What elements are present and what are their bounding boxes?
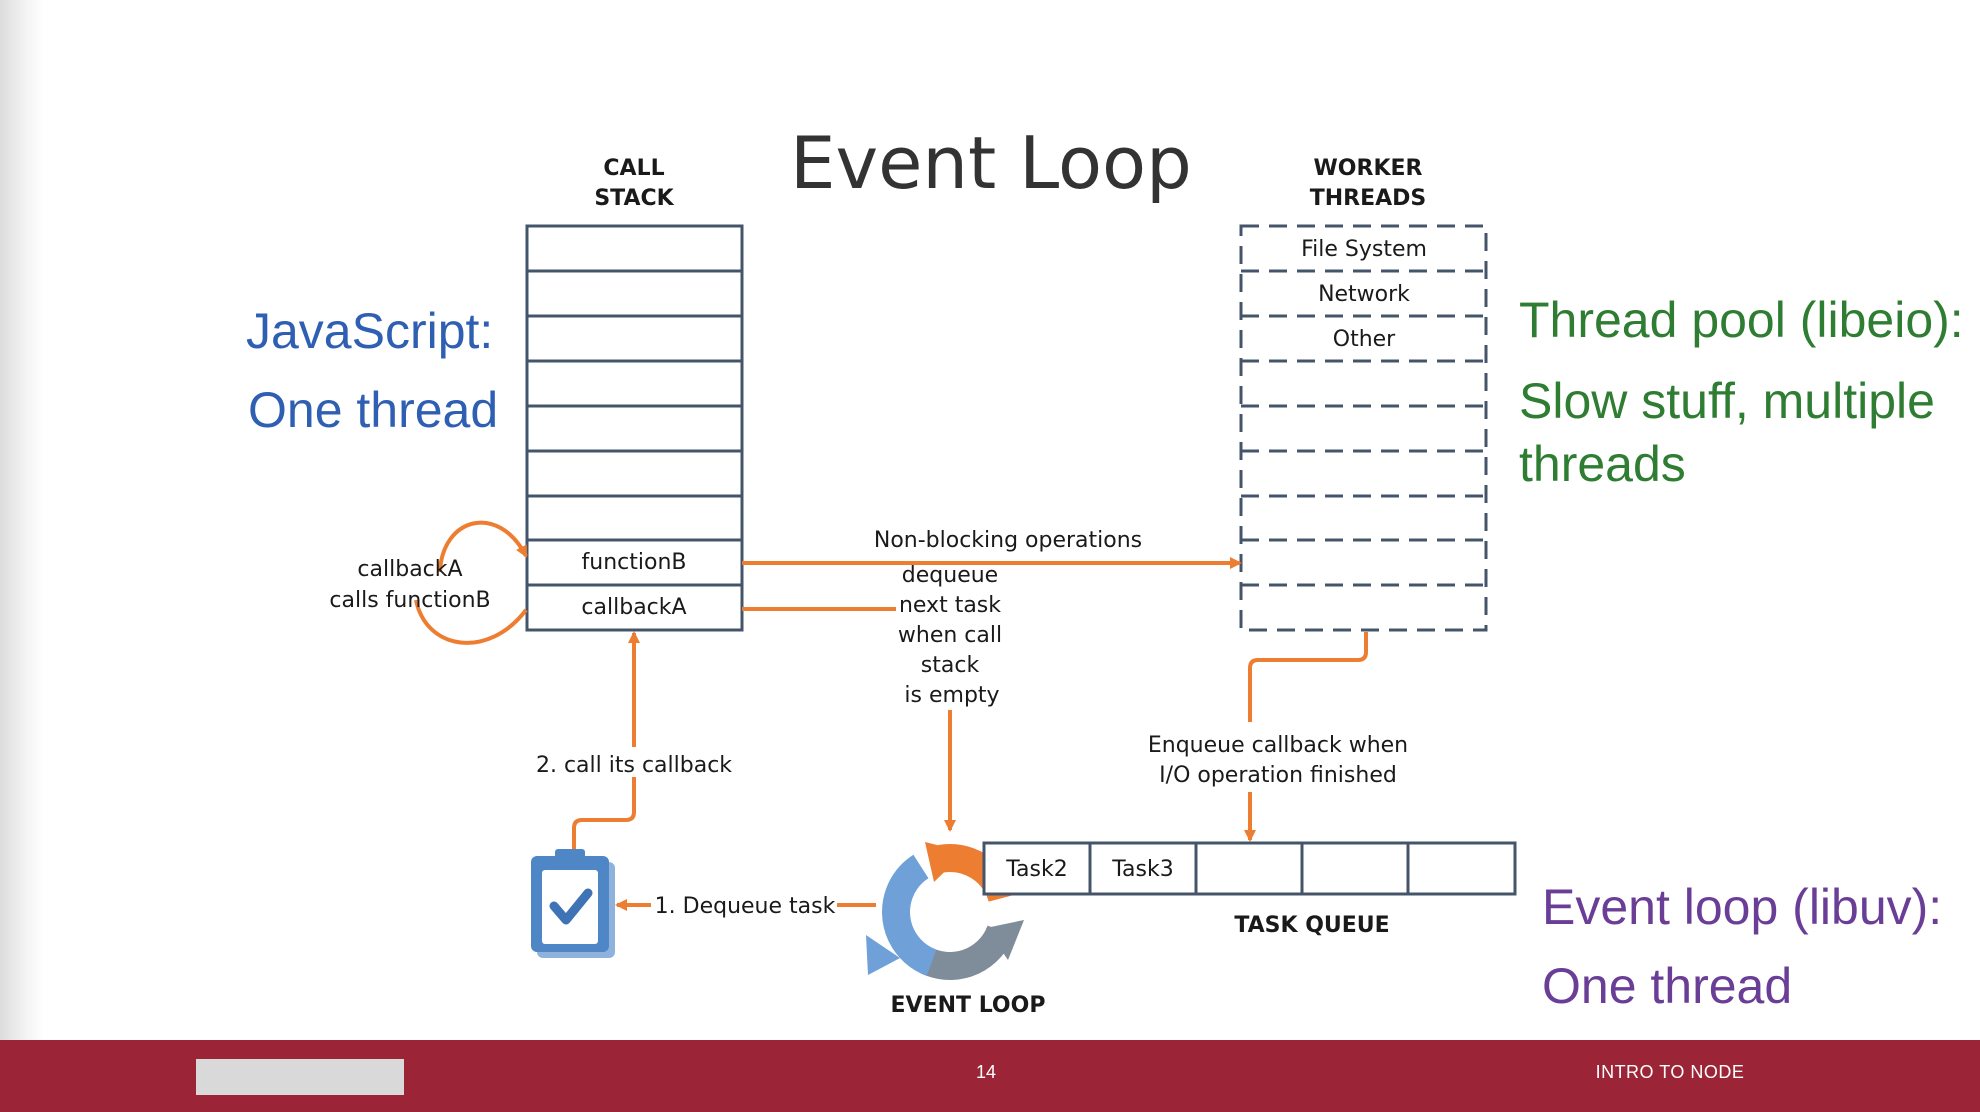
- task-queue-item-task3: Task3: [1111, 857, 1173, 882]
- worker-threads-title-line1: WORKER: [1314, 156, 1423, 181]
- task-queue-title: TASK QUEUE: [1234, 913, 1389, 938]
- footer-placeholder-box: [196, 1059, 404, 1095]
- task-queue-item-task2: Task2: [1005, 857, 1067, 882]
- non-blocking-label: Non-blocking operations: [874, 528, 1142, 553]
- call-callback-arrow: [572, 631, 640, 858]
- self-call-label-line1: callbackA: [357, 557, 462, 582]
- self-call-arrow-bottom: [414, 599, 528, 645]
- event-loop-diagram: CALL STACK functionB callbackA callbackA…: [329, 156, 1517, 1018]
- worker-thread-network: Network: [1318, 282, 1410, 307]
- call-stack: [525, 224, 744, 632]
- dequeue-task-label-bg: [651, 889, 837, 919]
- event-loop-one-thread-note: One thread: [1542, 958, 1793, 1014]
- thread-pool-note: Thread pool (libeio):: [1519, 292, 1964, 348]
- call-callback-label: 2. call its callback: [536, 753, 732, 778]
- clipboard-check-icon: [531, 849, 615, 958]
- page-number: 14: [975, 1062, 997, 1082]
- worker-threads-title-line2: THREADS: [1310, 186, 1427, 211]
- call-callback-label-bg: [532, 747, 736, 777]
- worker-threads-pool: [1239, 224, 1488, 632]
- dequeue-label-line4: stack: [921, 653, 980, 678]
- threads-note: threads: [1519, 436, 1686, 492]
- enqueue-label-line2: I/O operation finished: [1159, 763, 1397, 788]
- enqueue-callback-arrow-top: [1248, 632, 1368, 722]
- slide-title: Event Loop: [790, 121, 1192, 205]
- dequeue-label-line3: when call: [898, 623, 1002, 648]
- dequeue-label-line5: is empty: [904, 683, 999, 708]
- footer-bar: 14 INTRO TO NODE: [0, 1040, 1980, 1112]
- course-title: INTRO TO NODE: [1595, 1062, 1745, 1082]
- self-call-label-line2: calls functionB: [329, 588, 490, 613]
- worker-thread-other: Other: [1333, 327, 1396, 352]
- dequeue-task-label: 1. Dequeue task: [655, 894, 836, 919]
- dequeue-label-line1: dequeue: [902, 563, 998, 588]
- call-stack-title-line1: CALL: [603, 156, 664, 181]
- call-stack-title-line2: STACK: [594, 186, 674, 211]
- self-call-arrow-top: [438, 520, 528, 573]
- dequeue-label-line2: next task: [899, 593, 1001, 618]
- one-thread-note: One thread: [248, 382, 499, 438]
- event-loop-libuv-note: Event loop (libuv):: [1542, 879, 1943, 935]
- task-queue: [982, 841, 1517, 896]
- call-stack-frame-callbacka: callbackA: [581, 595, 686, 620]
- enqueue-label-line1: Enqueue callback when: [1148, 733, 1408, 758]
- event-loop-title: EVENT LOOP: [891, 993, 1046, 1018]
- slide-left-shadow: [0, 0, 44, 1040]
- worker-thread-file-system: File System: [1301, 237, 1427, 262]
- call-stack-frame-functionb: functionB: [582, 550, 687, 575]
- event-loop-cycle-icon: [866, 842, 1024, 980]
- javascript-note: JavaScript:: [246, 303, 494, 359]
- slow-stuff-note: Slow stuff, multiple: [1519, 373, 1935, 429]
